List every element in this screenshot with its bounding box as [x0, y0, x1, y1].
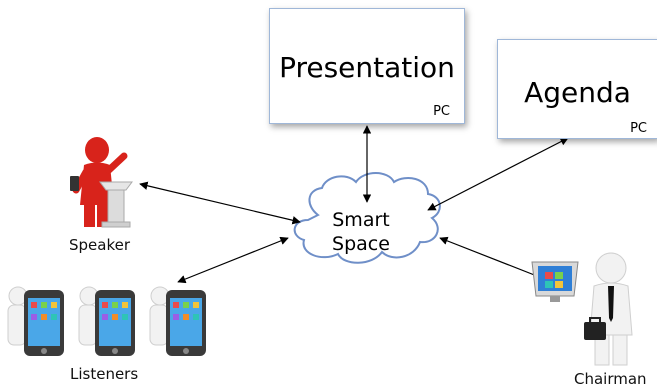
smart-space-label: Smart Space: [313, 208, 409, 256]
speaker-label: Speaker: [69, 236, 131, 254]
presentation-pc-box: Presentation PC: [269, 8, 465, 124]
computer-monitor-icon: [531, 261, 579, 302]
agenda-pc-box: Agenda PC: [497, 39, 657, 139]
smart-space-line2: Space: [332, 233, 390, 255]
presentation-pc-tag: PC: [433, 104, 450, 119]
arrow-chairman-cloud: [439, 236, 543, 280]
smart-space-line1: Smart: [332, 209, 390, 231]
speaker-figure-icon: [70, 137, 133, 228]
agenda-pc-tag: PC: [630, 121, 647, 136]
presentation-title: Presentation: [279, 51, 455, 84]
agenda-title: Agenda: [524, 76, 631, 109]
arrow-speaker-cloud: [139, 181, 301, 225]
chairman-figure-icon: [584, 252, 633, 366]
arrow-listeners-cloud: [177, 236, 289, 284]
listener-phone-icon: [78, 286, 135, 356]
listeners-label: Listeners: [70, 365, 139, 383]
listener-phone-icon: [149, 286, 206, 356]
chairman-label: Chairman: [574, 370, 647, 388]
connection-arrows: [139, 125, 569, 284]
arrow-agenda-cloud: [427, 137, 569, 211]
smart-space-cloud: [293, 172, 441, 264]
listener-phone-icon: [7, 286, 64, 356]
